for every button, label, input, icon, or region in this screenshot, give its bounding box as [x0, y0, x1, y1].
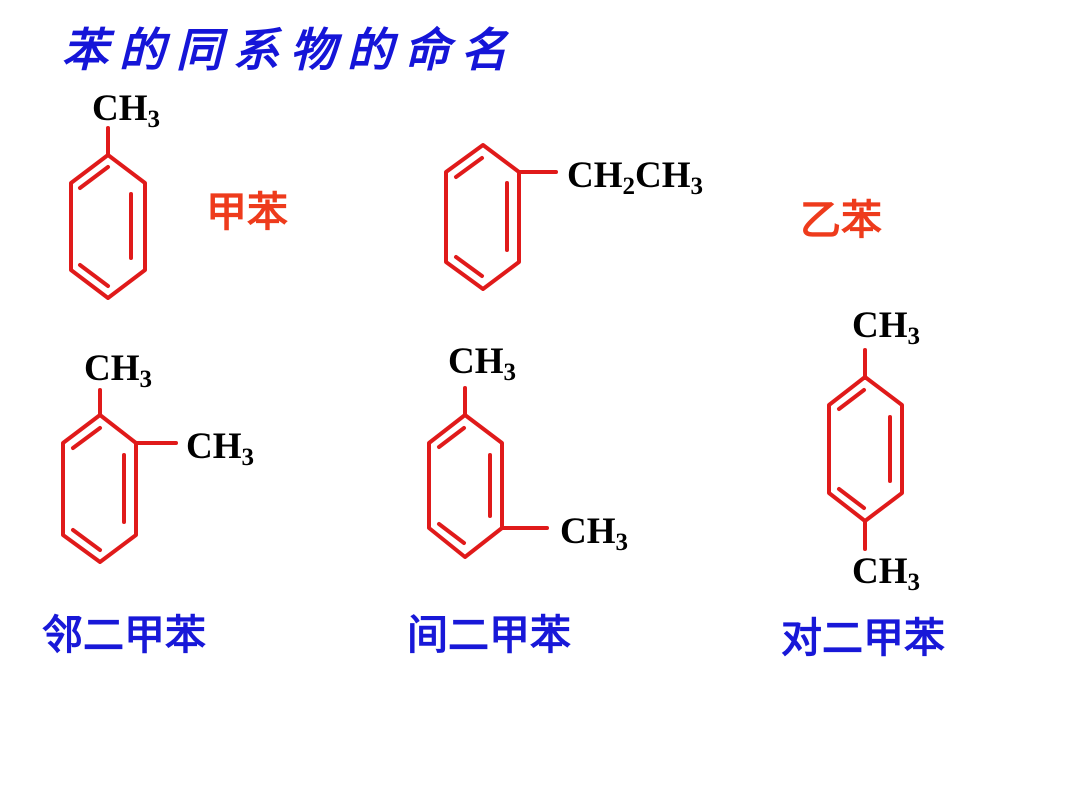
- formula-subscript: 3: [147, 106, 161, 133]
- m-xylene-double-bond: [437, 426, 466, 449]
- toluene-ring: [69, 153, 147, 300]
- formula-main: CH: [635, 155, 691, 196]
- formula-main: CH: [84, 348, 140, 389]
- ethylbenzene-ch2ch3-label: CH2CH3: [567, 155, 703, 199]
- toluene-double-bond: [78, 165, 110, 190]
- formula-subscript: 3: [615, 529, 629, 556]
- m-xylene-double-bond: [437, 522, 466, 545]
- p-xylene-structure: [827, 348, 904, 551]
- p-xylene-name: 对二甲苯: [781, 614, 945, 662]
- toluene-name: 甲苯: [206, 188, 288, 236]
- o-xylene-double-bond: [71, 426, 102, 450]
- p-xylene-double-bond: [837, 388, 866, 411]
- m-xylene-ch3-top-label: CH3: [448, 341, 516, 385]
- ethylbenzene-structure: [444, 143, 558, 291]
- formula-main: CH: [448, 341, 504, 382]
- toluene-ch3-label: CH3: [92, 88, 160, 132]
- formula-main: CH: [92, 88, 148, 129]
- p-xylene-ch3-bottom-label: CH3: [852, 551, 920, 595]
- formula-main: CH: [567, 155, 623, 196]
- formula-subscript: 3: [139, 366, 153, 393]
- o-xylene-name: 邻二甲苯: [42, 611, 206, 659]
- m-xylene-name: 间二甲苯: [407, 611, 571, 659]
- m-xylene-ch3-side-label: CH3: [560, 511, 628, 555]
- slide-title: 苯的同系物的命名: [62, 23, 518, 77]
- o-xylene-double-bond: [71, 528, 102, 552]
- formula-main: CH: [186, 426, 242, 467]
- formula-main: CH: [852, 305, 908, 346]
- formula-subscript: 2: [622, 173, 636, 200]
- o-xylene-ch3-top-label: CH3: [84, 348, 152, 392]
- o-xylene-structure: [61, 388, 178, 564]
- formula-subscript: 3: [503, 359, 517, 386]
- toluene-double-bond: [78, 263, 110, 288]
- ethylbenzene-double-bond: [454, 255, 484, 278]
- formula-subscript: 3: [690, 173, 704, 200]
- ethylbenzene-name: 乙苯: [800, 196, 882, 244]
- p-xylene-double-bond: [837, 487, 866, 510]
- formula-subscript: 3: [907, 323, 921, 350]
- m-xylene-structure: [427, 386, 549, 559]
- formula-subscript: 3: [241, 444, 255, 471]
- toluene-structure: [69, 126, 147, 300]
- formula-subscript: 3: [907, 569, 921, 596]
- p-xylene-ch3-top-label: CH3: [852, 305, 920, 349]
- formula-main: CH: [852, 551, 908, 592]
- formula-main: CH: [560, 511, 616, 552]
- m-xylene-ring: [427, 413, 504, 559]
- o-xylene-ch3-side-label: CH3: [186, 426, 254, 470]
- ethylbenzene-double-bond: [454, 156, 484, 179]
